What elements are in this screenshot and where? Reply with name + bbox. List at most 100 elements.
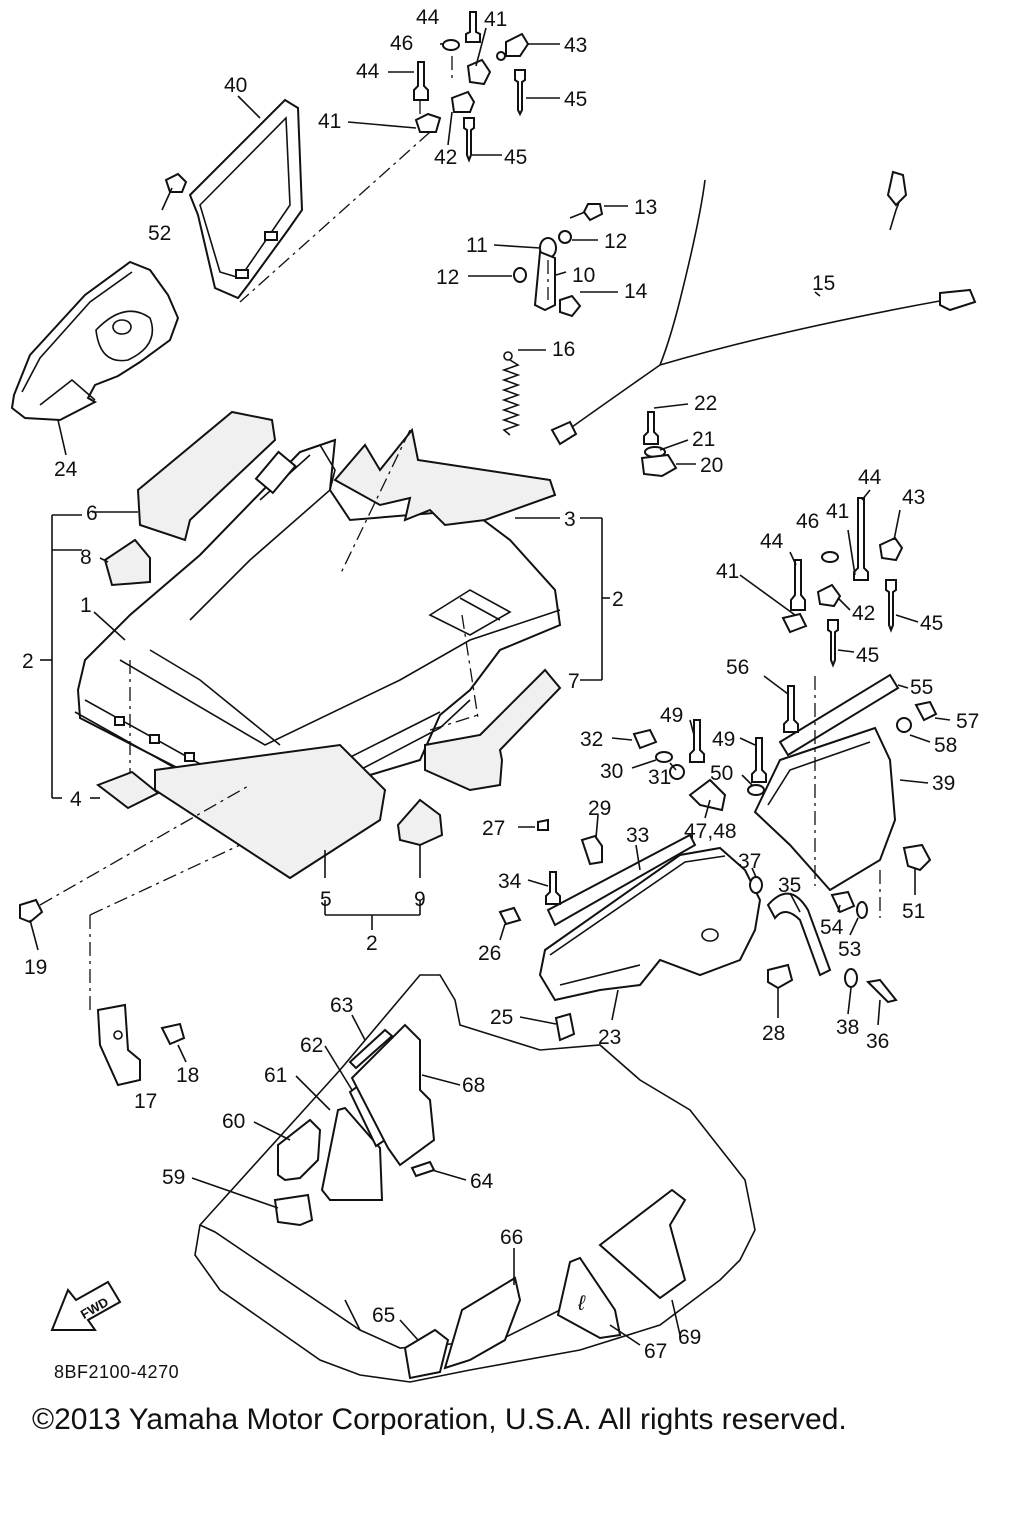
fwd-arrow-icon: FWD [50,1280,122,1331]
callout-19: 19 [24,956,47,979]
callout-13: 13 [634,196,657,219]
callout-44-right-top: 44 [858,466,882,489]
callout-2-left: 2 [22,650,34,673]
callout-56: 56 [726,656,749,679]
callout-6: 6 [86,502,98,525]
callout-45-top: 45 [564,88,587,111]
callout-8: 8 [80,546,92,569]
callout-3: 3 [564,508,576,531]
callout-43-right: 43 [902,486,925,509]
drawing-code: 8BF2100-4270 [54,1362,180,1382]
part-55-strip [778,673,900,757]
callout-45-right-top: 45 [920,612,943,635]
callout-44-right-left: 44 [760,530,784,553]
callout-25: 25 [490,1006,513,1029]
part-9-foam [396,798,444,847]
callout-4: 4 [70,788,82,811]
callout-2-right: 2 [612,588,624,611]
callout-44-top: 44 [416,6,440,29]
callout-37: 37 [738,850,761,873]
callout-26: 26 [478,942,501,965]
callout-24: 24 [54,458,78,481]
callout-41-right-top: 41 [826,500,849,523]
part-40-side-panel [188,98,304,300]
callout-45-mid: 45 [504,146,527,169]
part-65-pad [403,1328,450,1380]
part-69-pad [598,1188,687,1300]
callout-22: 22 [694,392,717,415]
callout-52: 52 [148,222,171,245]
callout-46-top: 46 [390,32,413,55]
part-52-clip [164,172,188,193]
linkage-assembly [513,203,604,318]
part-17-bracket [89,844,241,1087]
callout-41-top: 41 [484,8,507,31]
callout-5: 5 [320,888,332,911]
part-59-pad [273,1193,314,1227]
right-hardware-cluster [498,497,938,1042]
part-15-cable [550,170,977,446]
callout-46-right: 46 [796,510,819,533]
callout-44-left: 44 [356,60,380,83]
callout-61: 61 [264,1064,287,1087]
part-23-housing [538,846,762,1002]
svg-text:ℓ: ℓ [577,1292,586,1315]
callout-10: 10 [572,264,595,287]
copyright-notice: ©2013 Yamaha Motor Corporation, U.S.A. A… [32,1403,847,1436]
leader-lines [29,27,951,1346]
part-60-pad [277,1118,322,1182]
part-68-pad [350,1023,436,1167]
callout-47-48: 47,48 [684,820,737,843]
callout-21: 21 [692,428,715,451]
callout-50: 50 [710,762,733,785]
callout-65: 65 [372,1304,395,1327]
part-8-foam [103,538,151,587]
callout-59: 59 [162,1166,185,1189]
part-4-foam [95,770,160,810]
callout-1: 1 [80,594,92,617]
part-6-foam [136,410,277,542]
part-66-pad [443,1276,522,1370]
callout-16: 16 [552,338,575,361]
callout-39: 39 [932,772,955,795]
callout-2-bottom: 2 [366,932,378,955]
callout-27: 27 [482,817,505,840]
callout-55: 55 [910,676,933,699]
callout-43-top: 43 [564,34,587,57]
part-67-pad: ℓ [556,1256,622,1340]
callout-62: 62 [300,1034,323,1057]
callout-42-right: 42 [852,602,875,625]
callout-57: 57 [956,710,979,733]
callout-15: 15 [812,272,835,295]
callout-36: 36 [866,1030,889,1053]
callout-42-top: 42 [434,146,457,169]
part-35-seal [766,892,832,977]
callout-35: 35 [778,874,801,897]
callout-17: 17 [134,1090,157,1113]
upper-hardware-cluster [239,11,530,303]
part-61-pad [320,1106,384,1201]
callout-9: 9 [414,888,426,911]
callout-20: 20 [700,454,723,477]
callout-45-right-bottom: 45 [856,644,879,667]
callout-64: 64 [470,1170,494,1193]
callout-51: 51 [902,900,925,923]
callout-38: 38 [836,1016,859,1039]
callout-41-right-left: 41 [716,560,739,583]
callout-40: 40 [224,74,247,97]
callout-18: 18 [176,1064,199,1087]
callout-34: 34 [498,870,522,893]
callout-54: 54 [820,916,844,939]
part-64-clip [410,1160,436,1178]
callout-31: 31 [648,766,671,789]
part-24-duct [10,260,180,422]
part-3-foam [333,427,557,576]
callout-28: 28 [762,1022,785,1045]
callout-12-left: 12 [436,266,459,289]
lower-body [194,974,756,1383]
callout-32: 32 [580,728,603,751]
callout-60: 60 [222,1110,245,1133]
callout-69: 69 [678,1326,701,1349]
part-5-foam [154,743,387,880]
